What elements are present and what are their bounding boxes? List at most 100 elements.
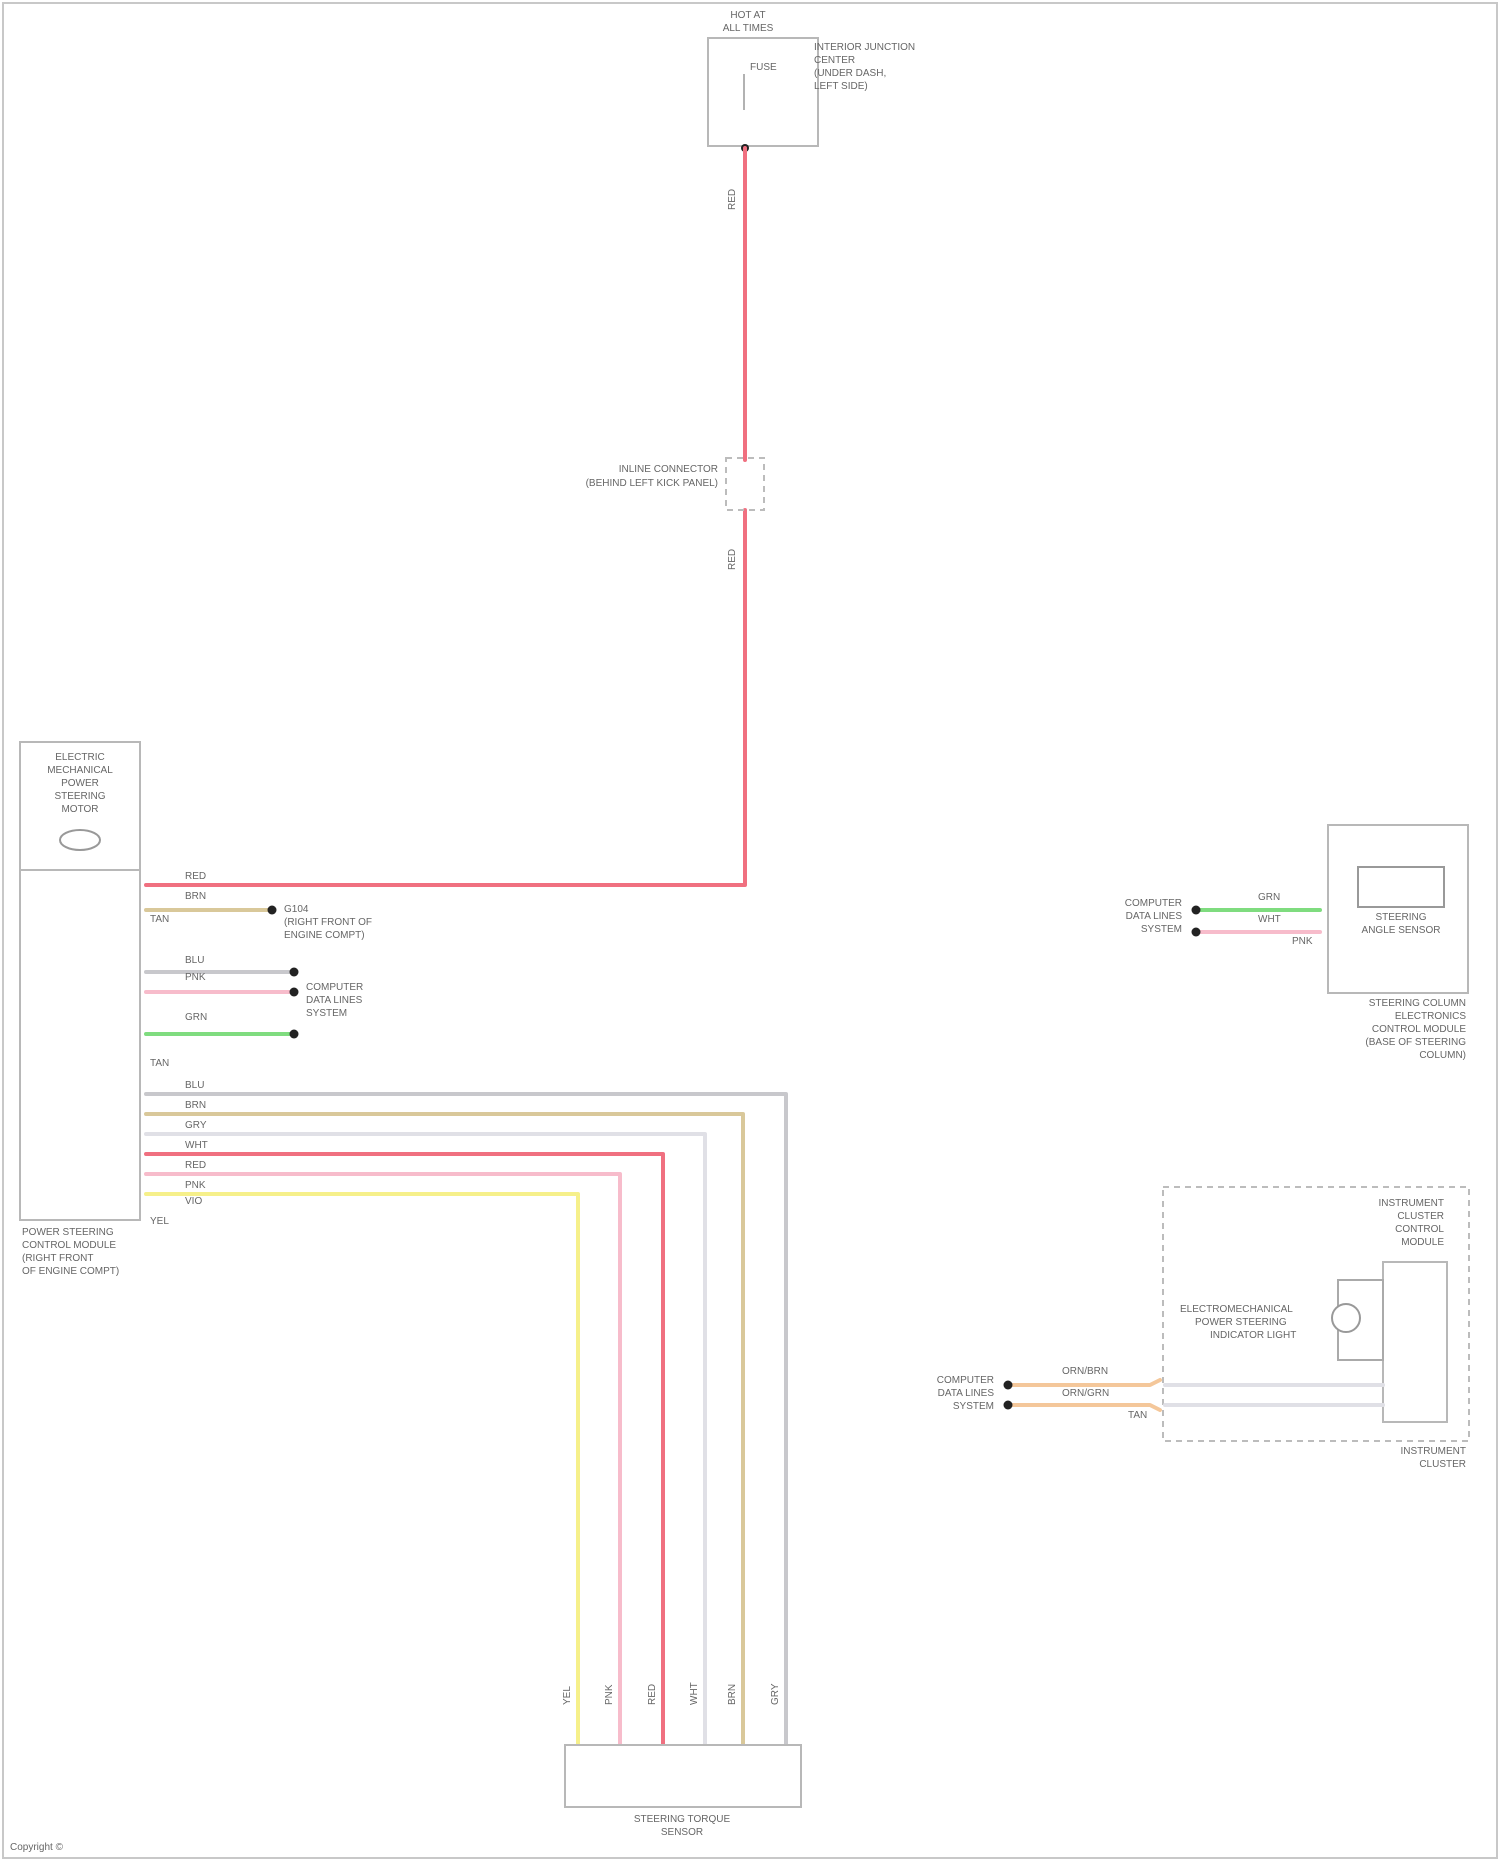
wire-label-can-pnk: PNK [185, 972, 206, 983]
eps-module-box [20, 870, 140, 1220]
wire-label-can-blu: BLU [185, 955, 204, 966]
wire-sensor-6 [146, 1194, 578, 1745]
wire-sensor-pin-label-4: RED [647, 1684, 658, 1705]
wire-sensor-pin-label-3: WHT [689, 1682, 700, 1705]
wire-label-sas-pnk: PNK [1292, 936, 1313, 947]
wire-sensor-4 [146, 1154, 663, 1745]
can-bottom-dot-2 [1004, 1401, 1013, 1410]
wire-label-motor-red: RED [185, 871, 206, 882]
angle-sensor-label-2: ANGLE SENSOR [1362, 925, 1441, 936]
eps-motor-label-4: STEERING [54, 791, 105, 802]
ic-bottom-label-2: CLUSTER [1419, 1459, 1466, 1470]
instrument-cluster: INSTRUMENT CLUSTER CONTROL MODULE ELECTR… [1163, 1187, 1469, 1470]
can-bottom-group: ORN/BRN ORN/GRN TAN COMPUTER DATA LINES … [937, 1366, 1383, 1421]
junction-box [708, 38, 818, 146]
ground-dot [268, 906, 277, 915]
can-left-label-1: COMPUTER [306, 982, 363, 993]
can-right-group: GRN WHT PNK COMPUTER DATA LINES SYSTEM [1125, 892, 1320, 947]
wire-sensor-label-1: BLU [185, 1080, 204, 1091]
wire-red-top-label: RED [727, 189, 738, 210]
angle-sensor-label-1: STEERING [1375, 912, 1426, 923]
wire-sensor-pin-label-6: YEL [562, 1686, 573, 1705]
fuse-label-1: INTERIOR JUNCTION [814, 42, 915, 53]
eps-motor-label-2: MECHANICAL [47, 765, 113, 776]
wire-label-ic-3: TAN [1128, 1410, 1147, 1421]
can-left-group: BLU PNK GRN COMPUTER DATA LINES SYSTEM T… [146, 955, 363, 1069]
eps-module-label-2: CONTROL MODULE [22, 1240, 116, 1251]
wire-label-motor-tan: TAN [150, 914, 169, 925]
eps-module-label-4: OF ENGINE COMPT) [22, 1266, 119, 1277]
can-bottom-label-3: SYSTEM [953, 1401, 994, 1412]
wire-label-sas-wht: WHT [1258, 914, 1281, 925]
torque-sensor-label-1: STEERING TORQUE [634, 1814, 731, 1825]
inline-connector-label-2: (BEHIND LEFT KICK PANEL) [586, 478, 718, 489]
fuse-pin-text: FUSE [750, 62, 777, 73]
wire-label-spare: TAN [150, 1058, 169, 1069]
interior-junction-center: HOT AT ALL TIMES FUSE INTERIOR JUNCTION … [708, 10, 915, 152]
can-bottom-label-2: DATA LINES [938, 1388, 995, 1399]
ic-label-4: MODULE [1401, 1237, 1444, 1248]
wire-label-sas-grn: GRN [1258, 892, 1280, 903]
steering-column-label-3: CONTROL MODULE [1372, 1024, 1466, 1035]
eps-warning-label-2: POWER STEERING [1195, 1317, 1287, 1328]
fuse-label-2: CENTER [814, 55, 855, 66]
wire-red-feed [146, 148, 745, 885]
ic-label-2: CLUSTER [1397, 1211, 1444, 1222]
motor-wire-group: RED BRN TAN G104 (RIGHT FRONT OF ENGINE … [146, 871, 372, 941]
steering-column-box [1328, 825, 1468, 993]
wire-label-ic-1: ORN/BRN [1062, 1366, 1108, 1377]
eps-module-label-1: POWER STEERING [22, 1227, 114, 1238]
fuse-hot-label: HOT AT [730, 10, 765, 21]
wire-label-ic-2: ORN/GRN [1062, 1388, 1109, 1399]
wire-red-mid-label: RED [727, 549, 738, 570]
ic-label-3: CONTROL [1395, 1224, 1444, 1235]
wire-sensor-label-8: YEL [150, 1216, 169, 1227]
wire-sensor-1 [146, 1094, 786, 1745]
can-right-dot-1 [1192, 906, 1201, 915]
can-left-label-3: SYSTEM [306, 1008, 347, 1019]
wire-sensor-label-5: RED [185, 1160, 206, 1171]
wire-sensor-2 [146, 1114, 743, 1745]
eps-module-label-3: (RIGHT FRONT [22, 1253, 93, 1264]
inline-connector-label-1: INLINE CONNECTOR [619, 464, 718, 475]
can-right-label-3: SYSTEM [1141, 924, 1182, 935]
steering-column-label-1: STEERING COLUMN [1369, 998, 1466, 1009]
eps-motor-label-5: MOTOR [61, 804, 98, 815]
wire-sensor-label-7: VIO [185, 1196, 202, 1207]
can-right-label-2: DATA LINES [1126, 911, 1183, 922]
inline-connector: INLINE CONNECTOR (BEHIND LEFT KICK PANEL… [586, 458, 764, 510]
steering-torque-sensor: STEERING TORQUE SENSOR [565, 1745, 801, 1838]
steering-column-label-4: (BASE OF STEERING [1365, 1037, 1466, 1048]
wire-sensor-label-4: WHT [185, 1140, 208, 1151]
can-dot-2 [290, 988, 299, 997]
inline-connector-box [726, 458, 764, 510]
wire-ic-1 [1010, 1380, 1160, 1385]
wire-sensor-pin-label-1: GRY [770, 1683, 781, 1705]
torque-sensor-box [565, 1745, 801, 1807]
can-dot-3 [290, 1030, 299, 1039]
steering-column-label-2: ELECTRONICS [1395, 1011, 1466, 1022]
fuse-label-3: (UNDER DASH, [814, 68, 886, 79]
can-right-dot-2 [1192, 928, 1201, 937]
wire-sensor-label-6: PNK [185, 1180, 206, 1191]
eps-motor-label-3: POWER [61, 778, 99, 789]
eps-warning-label-3: INDICATOR LIGHT [1210, 1330, 1296, 1341]
eps-motor-label-1: ELECTRIC [55, 752, 104, 763]
can-left-label-2: DATA LINES [306, 995, 363, 1006]
sensor-wire-group: GRYBRNWHTREDPNKYELBLUBRNGRYWHTREDPNKVIOY… [146, 1080, 786, 1745]
torque-sensor-label-2: SENSOR [661, 1827, 703, 1838]
instrument-cluster-module-box [1383, 1262, 1447, 1422]
eps-assembly: ELECTRIC MECHANICAL POWER STEERING MOTOR… [20, 742, 140, 1277]
ic-label-1: INSTRUMENT [1378, 1198, 1444, 1209]
eps-warning-label-1: ELECTROMECHANICAL [1180, 1304, 1293, 1315]
wire-sensor-label-3: GRY [185, 1120, 207, 1131]
can-right-label-1: COMPUTER [1125, 898, 1182, 909]
wire-sensor-5 [146, 1174, 620, 1745]
wire-sensor-pin-label-2: BRN [727, 1684, 738, 1705]
can-dot-1 [290, 968, 299, 977]
footer-copyright: Copyright © [10, 1842, 64, 1853]
fuse-label-4: LEFT SIDE) [814, 81, 868, 92]
wire-label-can-grn: GRN [185, 1012, 207, 1023]
steering-column-module: STEERING ANGLE SENSOR STEERING COLUMN EL… [1328, 825, 1468, 1061]
wire-sensor-pin-label-5: PNK [604, 1684, 615, 1705]
